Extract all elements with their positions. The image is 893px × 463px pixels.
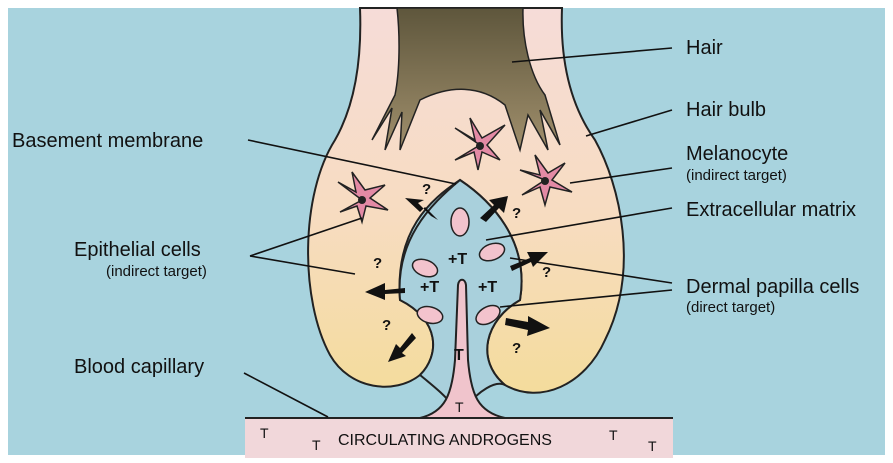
question-mark: ? — [422, 181, 431, 198]
papilla-cell — [451, 208, 469, 236]
t-label: T — [648, 438, 657, 454]
label-melanocyte-note: (indirect target) — [686, 167, 787, 184]
t-label: T — [455, 399, 464, 415]
plus-t-label: +T — [420, 279, 439, 296]
question-mark: ? — [373, 255, 382, 272]
label-epithelial-cells: Epithelial cells — [74, 239, 201, 261]
label-circulating-androgens: CIRCULATING ANDROGENS — [338, 432, 552, 449]
t-label: T — [260, 425, 269, 441]
question-mark: ? — [512, 340, 521, 357]
plus-t-label: +T — [478, 279, 497, 296]
label-epithelial-note: (indirect target) — [106, 263, 207, 280]
label-extracellular-matrix: Extracellular matrix — [686, 199, 856, 221]
question-mark: ? — [382, 317, 391, 334]
label-dermal-papilla-note: (direct target) — [686, 299, 775, 316]
question-mark: ? — [512, 205, 521, 222]
question-mark: ? — [542, 264, 551, 281]
t-label: T — [312, 437, 321, 453]
t-label: T — [454, 347, 464, 364]
label-blood-capillary: Blood capillary — [74, 356, 204, 378]
label-hair: Hair — [686, 37, 723, 59]
t-label: T — [609, 427, 618, 443]
label-dermal-papilla-cells: Dermal papilla cells — [686, 276, 859, 298]
label-basement-membrane: Basement membrane — [12, 130, 203, 152]
label-hair-bulb: Hair bulb — [686, 99, 766, 121]
label-melanocyte: Melanocyte — [686, 143, 788, 165]
plus-t-label: +T — [448, 251, 467, 268]
